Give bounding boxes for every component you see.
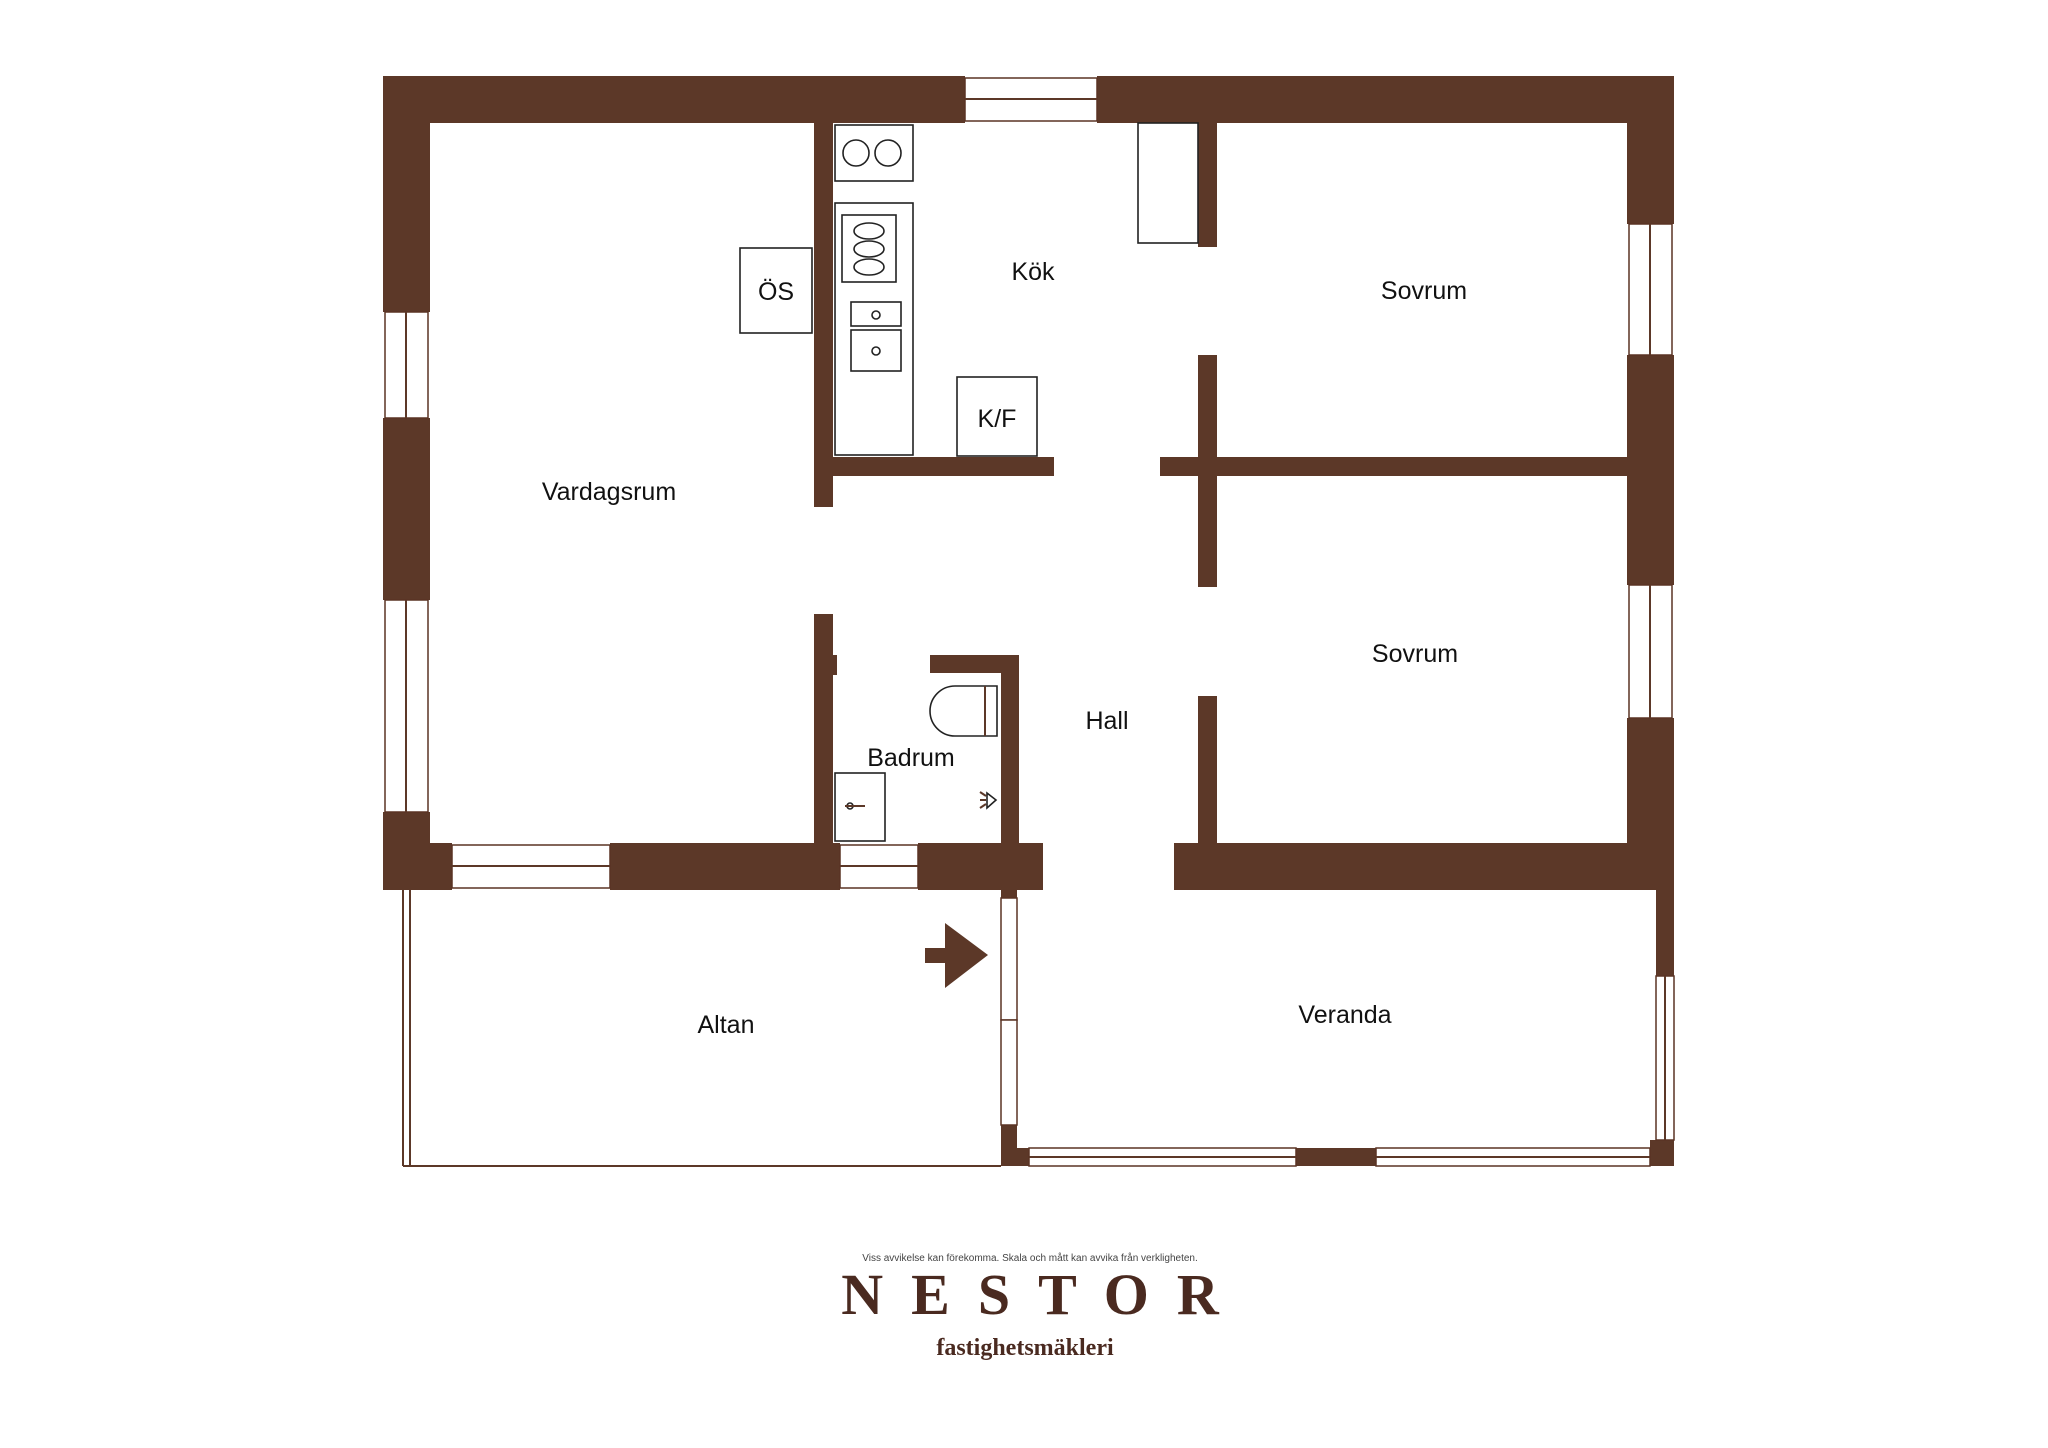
room-label-vardagsrum: Vardagsrum (542, 478, 676, 506)
room-label-veranda: Veranda (1298, 1001, 1391, 1029)
outer-walls (383, 76, 1674, 890)
bathroom-fixtures (834, 685, 998, 842)
fixture-label-kf: K/F (978, 405, 1017, 433)
brand-logo-text: NESTOR (841, 1262, 1246, 1327)
room-label-sovrum-top: Sovrum (1381, 277, 1467, 305)
room-label-badrum: Badrum (867, 744, 955, 772)
interior-walls (814, 123, 1627, 843)
room-label-sovrum-bottom: Sovrum (1372, 640, 1458, 668)
brand-subtitle: fastighetsmäkleri (936, 1335, 1114, 1361)
footer: Viss avvikelse kan förekomma. Skala och … (841, 1252, 1246, 1361)
kitchen-fixtures (739, 122, 1199, 457)
disclaimer-text: Viss avvikelse kan förekomma. Skala och … (862, 1252, 1198, 1264)
windows (384, 77, 1673, 890)
entrance-arrow-icon (925, 923, 988, 988)
room-label-kok: Kök (1011, 258, 1055, 286)
altan-veranda (402, 890, 1675, 1167)
room-labels: Kök Sovrum Sovrum Vardagsrum Hall Badrum… (542, 258, 1467, 1039)
room-label-altan: Altan (698, 1011, 755, 1039)
fixture-label-os: ÖS (758, 278, 794, 306)
room-label-hall: Hall (1085, 707, 1128, 735)
